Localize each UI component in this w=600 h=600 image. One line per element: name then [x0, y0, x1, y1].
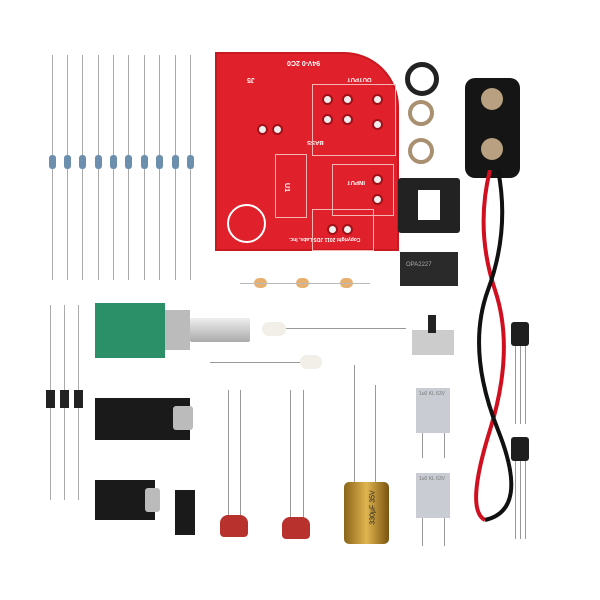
film-cap-marking: 1u0 KL 63V	[419, 391, 445, 397]
battery-clip	[465, 78, 520, 178]
nut-washer	[405, 62, 439, 96]
ic-socket	[398, 178, 460, 233]
version-label: cmoyBB v2.03R	[208, 134, 215, 180]
potentiometer	[95, 303, 165, 358]
pcb-rating: 94V-0 2C0	[287, 59, 321, 66]
transistor	[511, 437, 529, 461]
washer	[408, 100, 434, 126]
circuit-board: 94V-0 2C0 OUTPUT INPUT BASS U1 J5 cmoyBB…	[209, 52, 399, 251]
pot-shaft	[190, 318, 250, 342]
film-capacitor	[220, 515, 248, 537]
electrolytic-capacitor: 330µF 35V	[344, 482, 389, 544]
dc-jack	[175, 490, 195, 535]
led	[262, 322, 286, 336]
film-capacitor	[282, 517, 310, 539]
electrolytic-marking: 330µF 35V	[369, 490, 377, 525]
battery-wires	[474, 170, 514, 522]
audio-jack	[95, 398, 193, 440]
output-label: OUTPUT	[347, 76, 372, 82]
film-cap-marking: 1u0 KL 63V	[419, 476, 445, 482]
led	[300, 355, 322, 369]
washer	[408, 138, 434, 164]
toggle-switch	[412, 315, 454, 355]
box-capacitor: 1u0 KL 63V	[416, 473, 450, 518]
audio-jack	[95, 480, 160, 520]
box-capacitor: 1u0 KL 63V	[416, 388, 450, 433]
opamp-chip: OPA2227	[400, 252, 458, 286]
transistor	[511, 322, 529, 346]
connector-ref: J5	[247, 76, 255, 83]
opamp-marking: OPA2227	[406, 262, 432, 268]
